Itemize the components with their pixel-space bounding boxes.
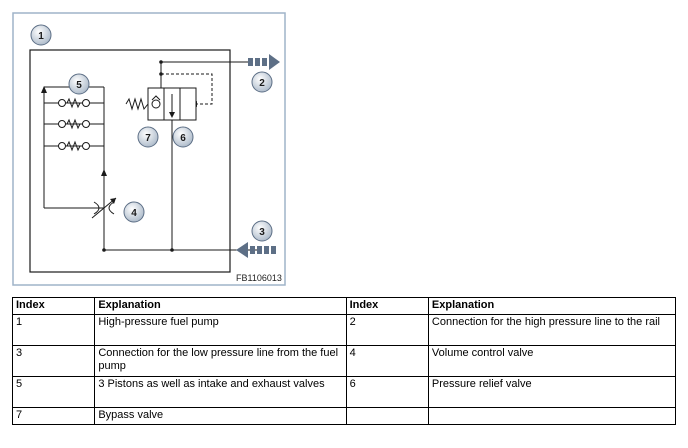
table-row: 7 Bypass valve [11, 407, 677, 425]
explanation-cell: 3 Pistons as well as intake and exhaust … [94, 376, 347, 408]
valve-block [147, 87, 197, 121]
callout-4: 4 [123, 201, 145, 223]
figure-code: FB1106013 [236, 273, 282, 283]
figure-frame [12, 12, 286, 286]
pilot-line [161, 73, 213, 105]
table-row: 3 Connection for the low pressure line f… [11, 345, 677, 377]
inlet-arrow-icon [236, 242, 276, 258]
header-index: Index [11, 297, 96, 315]
svg-text:7: 7 [145, 133, 151, 144]
pump-housing [29, 49, 231, 273]
hydraulic-diagram: 1 2 3 4 5 6 7 FB1106013 [12, 12, 286, 286]
index-cell: 4 [345, 345, 429, 377]
callout-3: 3 [251, 220, 273, 242]
explanation-cell: Pressure relief valve [427, 376, 677, 408]
header-explanation: Explanation [94, 297, 347, 315]
svg-text:1: 1 [38, 31, 44, 42]
volume-control-valve-icon [91, 197, 117, 219]
svg-text:4: 4 [131, 208, 137, 219]
valve-spring-icon [125, 97, 149, 111]
svg-text:5: 5 [76, 80, 82, 91]
index-cell: 1 [11, 314, 96, 346]
explanation-cell: High-pressure fuel pump [94, 314, 347, 346]
piston-valve-3-icon [58, 140, 90, 152]
callout-1: 1 [30, 24, 52, 46]
callout-2: 2 [251, 71, 273, 93]
index-cell: 6 [345, 376, 429, 408]
index-cell [345, 407, 429, 425]
index-cell: 3 [11, 345, 96, 377]
piston-valve-2-icon [58, 118, 90, 130]
table-row: 1 High-pressure fuel pump 2 Connection f… [11, 314, 677, 346]
svg-text:3: 3 [259, 227, 265, 238]
explanation-cell [427, 407, 677, 425]
explanation-cell: Connection for the high pressure line to… [427, 314, 677, 346]
callout-6: 6 [172, 126, 194, 148]
index-cell: 2 [345, 314, 429, 346]
outlet-arrow-icon [248, 54, 280, 70]
legend-table: Index Explanation Index Explanation 1 Hi… [11, 297, 677, 425]
header-explanation: Explanation [427, 297, 677, 315]
svg-text:6: 6 [180, 133, 186, 144]
explanation-cell: Bypass valve [94, 407, 347, 425]
header-index: Index [345, 297, 429, 315]
callout-5: 5 [68, 73, 90, 95]
index-cell: 5 [11, 376, 96, 408]
piston-valve-1-icon [58, 97, 90, 109]
callout-7: 7 [137, 126, 159, 148]
explanation-cell: Volume control valve [427, 345, 677, 377]
index-cell: 7 [11, 407, 96, 425]
table-header-row: Index Explanation Index Explanation [11, 297, 677, 315]
svg-text:2: 2 [259, 78, 265, 89]
table-row: 5 3 Pistons as well as intake and exhaus… [11, 376, 677, 408]
explanation-cell: Connection for the low pressure line fro… [94, 345, 347, 377]
